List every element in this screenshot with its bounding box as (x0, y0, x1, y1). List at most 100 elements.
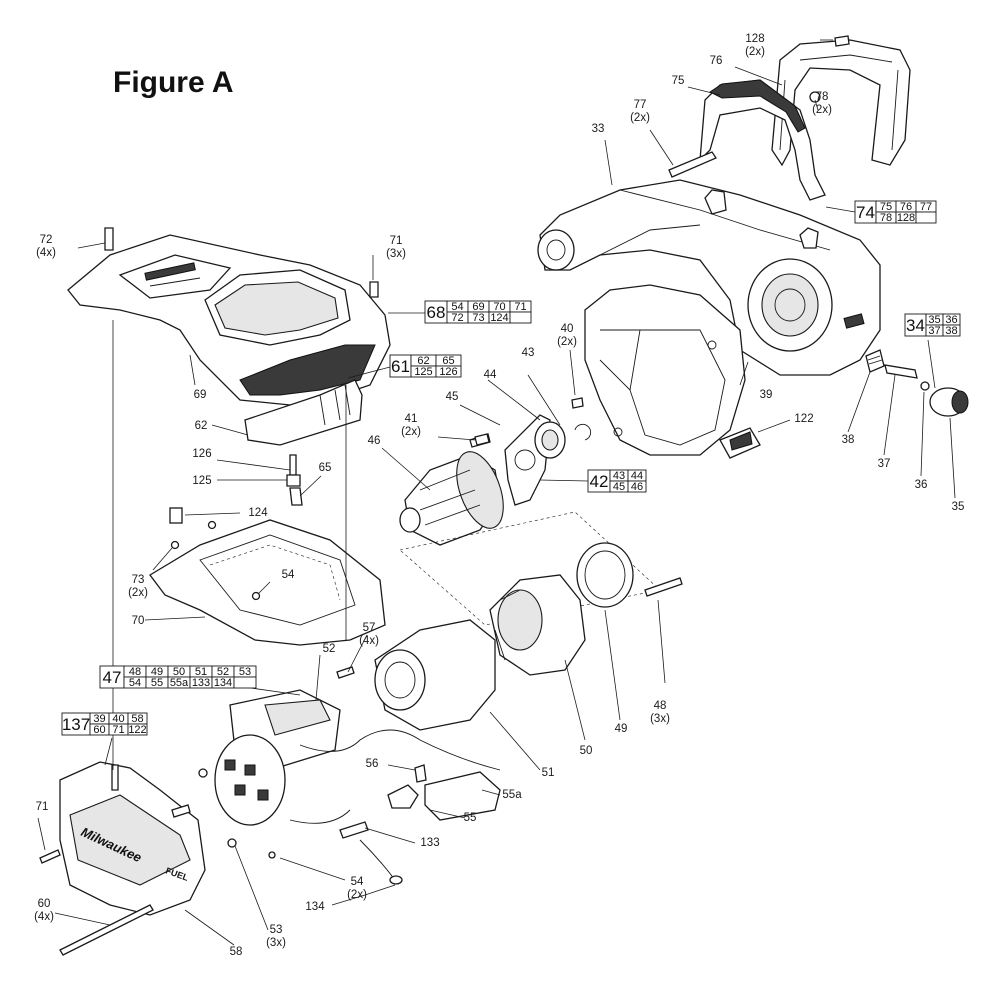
leader-lines (37, 39, 956, 946)
part-label-71b: 71 (36, 801, 49, 813)
part-number: 75 (672, 75, 685, 87)
part-number: 70 (132, 615, 145, 627)
part-label-128: 128(2x) (745, 33, 765, 58)
part-quantity: (2x) (347, 889, 367, 901)
kit-component-number: 36 (945, 314, 957, 326)
kit-component-number: 124 (490, 312, 508, 324)
kit-component-number: 78 (880, 212, 892, 224)
stator-drawing (489, 542, 683, 676)
gear-housing-drawing (584, 284, 746, 456)
kit-component-number: 43 (613, 470, 625, 482)
part-label-122: 122 (794, 413, 813, 425)
kit-component-number: 55 (151, 677, 163, 689)
kit-component-number: 55a (170, 677, 189, 689)
kit-number: 34 (906, 316, 925, 335)
top-cover-drawing (67, 234, 391, 406)
kit-component-number: 122 (128, 724, 146, 736)
part-number: 133 (420, 837, 439, 849)
kit-component-number: 73 (472, 312, 484, 324)
kit-number: 68 (427, 303, 446, 322)
kit-component-number: 37 (928, 325, 940, 337)
kit-component-number: 125 (414, 366, 432, 378)
part-label-71a: 71(3x) (386, 235, 406, 260)
part-quantity: (4x) (36, 247, 56, 259)
kit-component-number: 128 (897, 212, 915, 224)
part-label-72: 72(4x) (36, 234, 56, 259)
part-number: 125 (192, 475, 211, 487)
kit-number: 42 (590, 472, 609, 491)
kit-component-number: 75 (880, 201, 892, 213)
part-number: 37 (878, 458, 891, 470)
part-number: 55 (464, 812, 477, 824)
part-number: 128 (745, 33, 764, 45)
kit-component-number: 60 (93, 724, 105, 736)
kit-component-number: 49 (151, 666, 163, 678)
kit-component-number: 39 (93, 713, 105, 725)
kit-component-number: 52 (217, 666, 229, 678)
part-label-46: 46 (368, 435, 381, 447)
part-quantity: (3x) (650, 713, 670, 725)
kit-number: 61 (391, 357, 410, 376)
part-quantity: (2x) (745, 46, 765, 58)
part-label-43: 43 (522, 347, 535, 359)
part-number: 49 (615, 723, 628, 735)
part-quantity: (2x) (401, 426, 421, 438)
part-label-50: 50 (580, 745, 593, 757)
part-number: 46 (368, 435, 381, 447)
part-number: 43 (522, 347, 535, 359)
part-number: 73 (132, 574, 145, 586)
part-label-70: 70 (132, 615, 145, 627)
kit-component-number: 53 (239, 666, 251, 678)
part-number: 33 (592, 123, 605, 135)
kit-component-number: 65 (442, 355, 454, 367)
base-housing-drawing (149, 507, 386, 646)
part-label-69: 69 (194, 389, 207, 401)
part-number: 36 (915, 479, 928, 491)
part-label-60: 60(4x) (34, 898, 54, 923)
kit-component-number: 48 (129, 666, 141, 678)
part-quantity: (4x) (34, 911, 54, 923)
kit-component-number: 45 (613, 481, 625, 493)
kit-component-number: 51 (195, 666, 207, 678)
part-number: 57 (363, 622, 376, 634)
part-label-36: 36 (915, 479, 928, 491)
kit-component-number: 134 (214, 677, 232, 689)
part-number: 41 (405, 413, 418, 425)
kit-component-number: 126 (439, 366, 457, 378)
part-number: 55a (502, 789, 522, 801)
switch-bracket-drawing (244, 379, 363, 506)
part-number: 78 (816, 91, 829, 103)
part-label-56: 56 (366, 758, 379, 770)
part-label-53: 53(3x) (266, 924, 286, 949)
part-label-124: 124 (248, 507, 268, 519)
part-number: 62 (195, 420, 208, 432)
part-number: 72 (40, 234, 53, 246)
part-number: 51 (542, 767, 555, 779)
part-label-35: 35 (952, 501, 965, 513)
kit-component-number: 70 (493, 301, 505, 313)
part-label-37: 37 (878, 458, 891, 470)
part-number: 56 (366, 758, 379, 770)
kit-component-number: 72 (451, 312, 463, 324)
armature-drawing (399, 414, 592, 546)
kit-number: 47 (103, 668, 122, 687)
motor-housing-drawing (336, 619, 496, 731)
part-label-126: 126 (192, 448, 211, 460)
part-number: 76 (710, 55, 723, 67)
kit-component-number: 76 (900, 201, 912, 213)
part-number: 39 (760, 389, 773, 401)
kit-component-number: 54 (451, 301, 463, 313)
part-label-73: 73(2x) (128, 574, 148, 599)
part-quantity: (2x) (630, 112, 650, 124)
kit-component-number: 62 (417, 355, 429, 367)
part-label-52: 52 (323, 643, 336, 655)
kit-component-number: 58 (131, 713, 143, 725)
kit-number: 137 (62, 715, 90, 734)
part-label-57: 57(4x) (359, 622, 379, 647)
part-number: 122 (794, 413, 813, 425)
part-number: 71 (390, 235, 403, 247)
kit-component-number: 71 (112, 724, 124, 736)
kit-component-number: 46 (631, 481, 643, 493)
